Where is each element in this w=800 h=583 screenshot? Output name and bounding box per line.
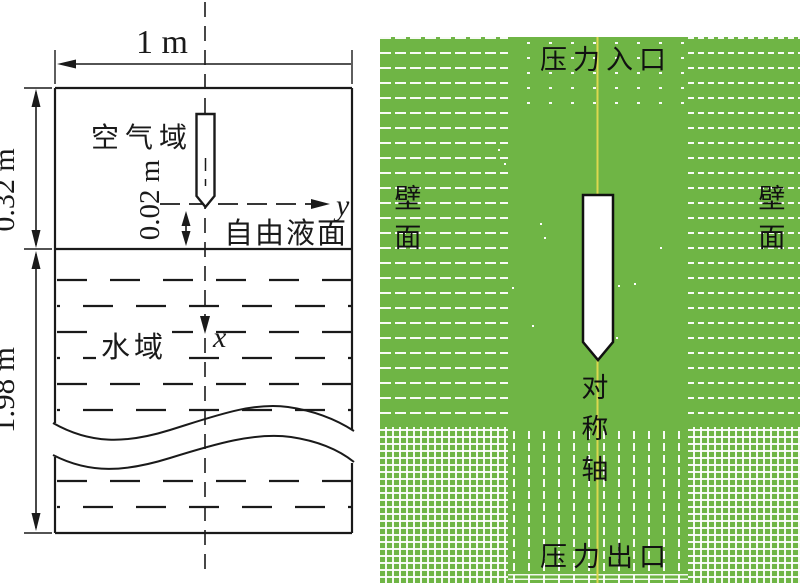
wave-mask-right <box>346 432 356 461</box>
domain-box <box>53 86 354 535</box>
air-height-label: 0.32 m <box>0 148 21 231</box>
air-domain-label: 空气域 <box>91 122 193 154</box>
wall-left-label: 壁面 <box>390 184 421 262</box>
air-height-dimension <box>24 87 52 250</box>
gap-dim-arrow-down <box>181 231 191 246</box>
gap-dim-arrow-up <box>181 211 191 226</box>
mesh-panel: 压力入口 壁面 壁面 对称轴 压力出口 <box>380 37 800 583</box>
width-dimension <box>54 50 353 84</box>
water-dim-arrow-up <box>31 251 41 269</box>
mesh-dense-grid-bottom-right <box>688 427 800 583</box>
y-axis-label: y <box>333 189 350 222</box>
outlet-label: 压力出口 <box>540 542 672 572</box>
air-dim-arrow-up <box>31 89 41 107</box>
water-dim-arrow-down <box>31 513 41 531</box>
symmetry-axis-label: 对称轴 <box>577 373 608 496</box>
wave-mask-left <box>49 425 59 455</box>
inlet-label: 压力入口 <box>540 45 672 75</box>
y-axis-arrowhead <box>311 199 330 209</box>
water-height-label: 1.98 m <box>0 347 21 433</box>
wall-right-label: 壁面 <box>754 184 785 262</box>
gap-dim-label: 0.02 m <box>134 159 166 240</box>
water-label-mask <box>96 329 172 362</box>
air-dim-arrow-down <box>31 230 41 248</box>
projectile-mesh <box>581 193 615 362</box>
x-axis-label: x <box>212 321 227 354</box>
free-surface-label: 自由液面 <box>224 217 348 250</box>
wave-curve-lower <box>52 434 355 470</box>
wave-curve-upper <box>52 404 355 441</box>
x-axis-arrowhead <box>200 316 210 334</box>
mesh-hlines-left <box>380 37 508 427</box>
mesh-overlay <box>581 37 615 583</box>
width-dim-arrowhead <box>57 59 76 69</box>
water-hatch <box>57 278 351 509</box>
schematic-diagram: 1 m 0.32 m 1.98 m 0.02 m y <box>0 2 356 576</box>
mesh-dense-grid-bottom-left <box>380 427 508 583</box>
width-dim-label: 1 m <box>136 24 188 61</box>
water-height-dimension <box>24 254 52 534</box>
mesh-hlines-right <box>688 37 800 427</box>
water-domain-label: 水域 <box>101 331 167 364</box>
